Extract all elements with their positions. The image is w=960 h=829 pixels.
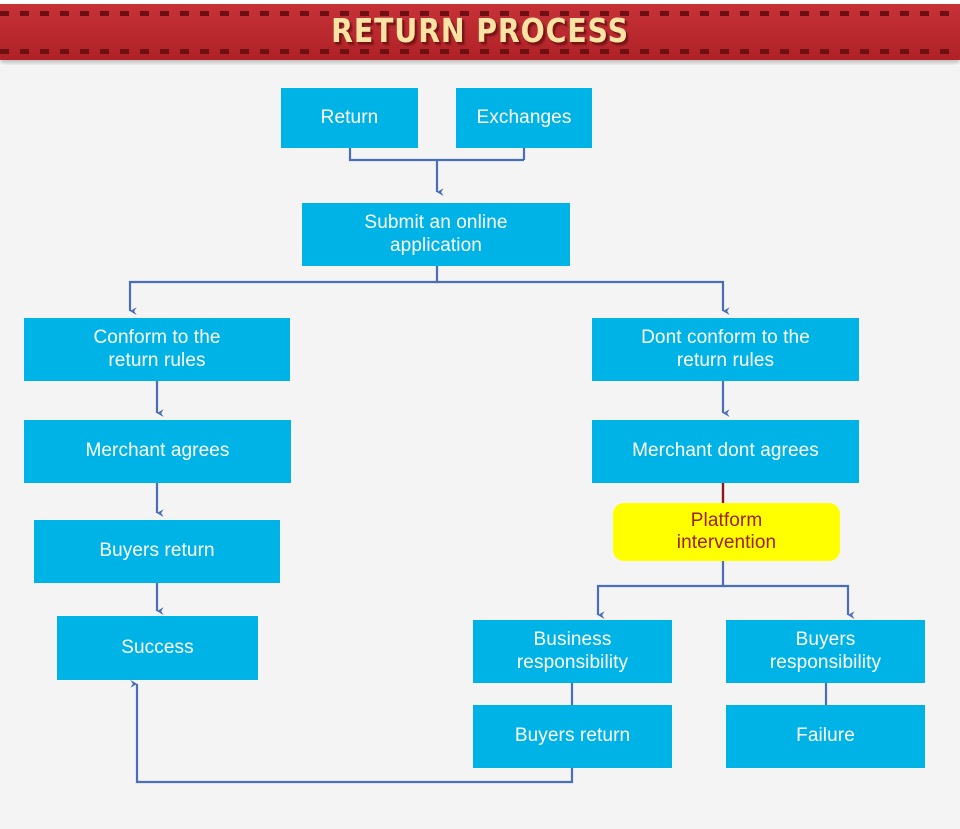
node-buyers-return-right-label: Buyers return bbox=[514, 725, 631, 747]
ribbon-stitch-top bbox=[0, 11, 960, 16]
node-buyers-return-right[interactable]: Buyers return bbox=[473, 705, 672, 768]
node-failure-label: Failure bbox=[796, 725, 855, 747]
node-business-responsibility-label-line2: responsibility bbox=[516, 651, 629, 673]
node-conform-to-return-rules[interactable]: Conform to the return rules bbox=[24, 318, 290, 381]
node-conform-label-line2: return rules bbox=[108, 349, 206, 371]
connector-layer bbox=[128, 148, 855, 784]
node-exchanges-label: Exchanges bbox=[476, 106, 572, 128]
node-dont-conform-to-return-rules[interactable]: Dont conform to the return rules bbox=[592, 318, 859, 381]
node-merchant-agrees[interactable]: Merchant agrees bbox=[24, 420, 291, 483]
page-title: RETURN PROCESS bbox=[331, 11, 629, 50]
edge-submit-to-dont-conform bbox=[437, 280, 730, 316]
node-dont-conform-label-line1: Dont conform to the bbox=[641, 327, 810, 349]
edge-platform-to-business-responsibility bbox=[596, 561, 725, 620]
ribbon-stitch-bottom bbox=[0, 49, 960, 54]
node-return[interactable]: Return bbox=[281, 88, 418, 148]
node-submit-online-application[interactable]: Submit an online application bbox=[302, 203, 570, 266]
node-dont-conform-label-line2: return rules bbox=[676, 349, 775, 371]
node-conform-label-line1: Conform to the bbox=[93, 327, 221, 349]
header-band: RETURN PROCESS bbox=[0, 0, 960, 66]
node-success-label: Success bbox=[121, 636, 194, 658]
node-buyers-return-left[interactable]: Buyers return bbox=[34, 520, 280, 583]
node-platform-intervention[interactable]: Platform intervention bbox=[613, 503, 840, 561]
node-buyers-responsibility[interactable]: Buyers responsibility bbox=[726, 620, 925, 683]
node-buyers-return-left-label: Buyers return bbox=[99, 540, 215, 562]
edge-platform-to-buyers-responsibility bbox=[723, 584, 855, 620]
ribbon-banner bbox=[0, 4, 960, 60]
node-merchant-dont-agrees[interactable]: Merchant dont agrees bbox=[592, 420, 859, 483]
edge-return-to-submit bbox=[348, 148, 524, 162]
node-submit-label-line1: Submit an online bbox=[364, 212, 508, 234]
node-failure[interactable]: Failure bbox=[726, 705, 925, 768]
edge-feedback-to-success bbox=[130, 679, 574, 784]
node-success[interactable]: Success bbox=[57, 616, 258, 680]
node-business-responsibility[interactable]: Business responsibility bbox=[473, 620, 672, 683]
node-exchanges[interactable]: Exchanges bbox=[456, 88, 592, 148]
node-buyers-responsibility-label-line2: responsibility bbox=[769, 651, 882, 673]
edge-submit-to-conform bbox=[128, 266, 439, 316]
node-platform-label-line2: intervention bbox=[676, 532, 777, 553]
flowchart-canvas: Return Exchanges Submit an online applic… bbox=[0, 66, 960, 829]
node-platform-label-line1: Platform bbox=[690, 509, 763, 531]
node-submit-label-line2: application bbox=[390, 234, 482, 256]
node-business-responsibility-label-line1: Business bbox=[533, 629, 612, 651]
node-return-label: Return bbox=[320, 106, 379, 128]
node-buyers-responsibility-label-line1: Buyers bbox=[795, 629, 856, 651]
node-merchant-dont-agrees-label: Merchant dont agrees bbox=[632, 440, 819, 462]
node-merchant-agrees-label: Merchant agrees bbox=[85, 440, 230, 462]
